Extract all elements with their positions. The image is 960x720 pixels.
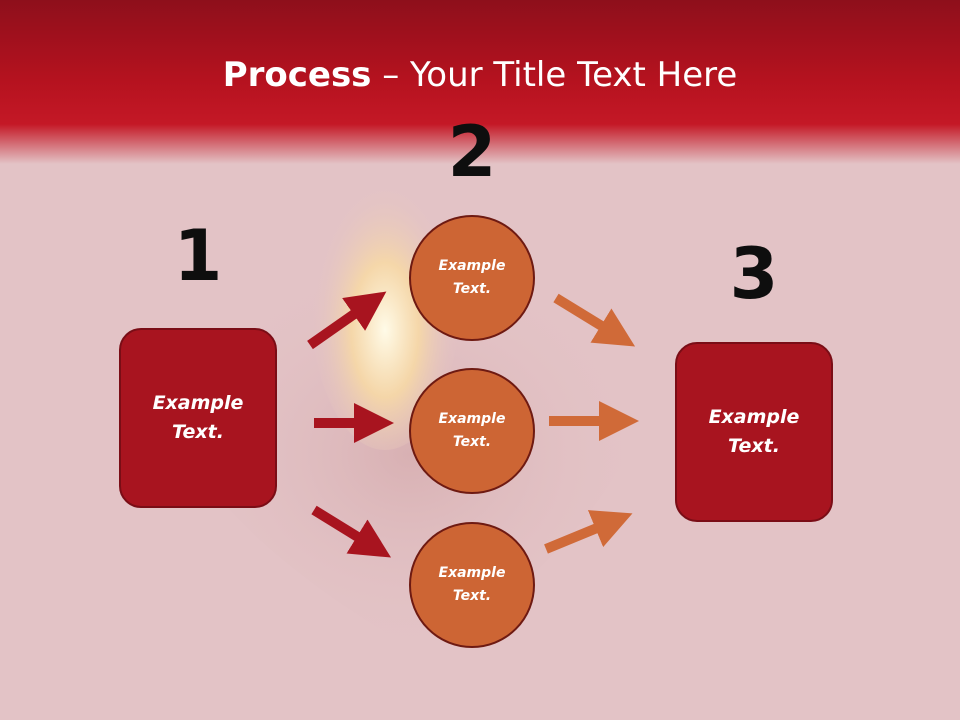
title-rest: – Your Title Text Here (371, 55, 738, 95)
step-2-circle-bottom: Example Text. (409, 522, 535, 648)
circle-middle-text-line2: Text. (452, 434, 492, 450)
step-2-circle-middle: Example Text. (409, 368, 535, 494)
step-1-text-line1: Example (152, 392, 244, 414)
step-3-text-line1: Example (708, 406, 800, 428)
circle-bottom-text-line2: Text. (452, 588, 492, 604)
step-1-number: 1 (173, 215, 223, 297)
title-bold: Process (222, 55, 372, 95)
step-3-text-line2: Text. (728, 435, 780, 457)
circle-top-text-line2: Text. (452, 281, 492, 297)
step-2-circle-top: Example Text. (409, 215, 535, 341)
step-1-text-line2: Text. (172, 421, 224, 443)
arrow-top-to-3 (553, 293, 636, 347)
step-2-number: 2 (447, 111, 497, 193)
circle-bottom-text-line1: Example (438, 565, 506, 581)
step-1-box: Example Text. (119, 328, 277, 508)
arrow-bottom-to-3 (544, 510, 633, 554)
step-3-number: 3 (729, 233, 779, 315)
arrow-1-to-top (307, 291, 387, 350)
slide-title: Process – Your Title Text Here (0, 52, 960, 98)
circle-middle-text-line1: Example (438, 411, 506, 427)
circle-top-text-line1: Example (438, 258, 506, 274)
step-3-box: Example Text. (675, 342, 833, 522)
title-banner (0, 0, 960, 200)
arrow-1-to-bottom (311, 505, 392, 558)
